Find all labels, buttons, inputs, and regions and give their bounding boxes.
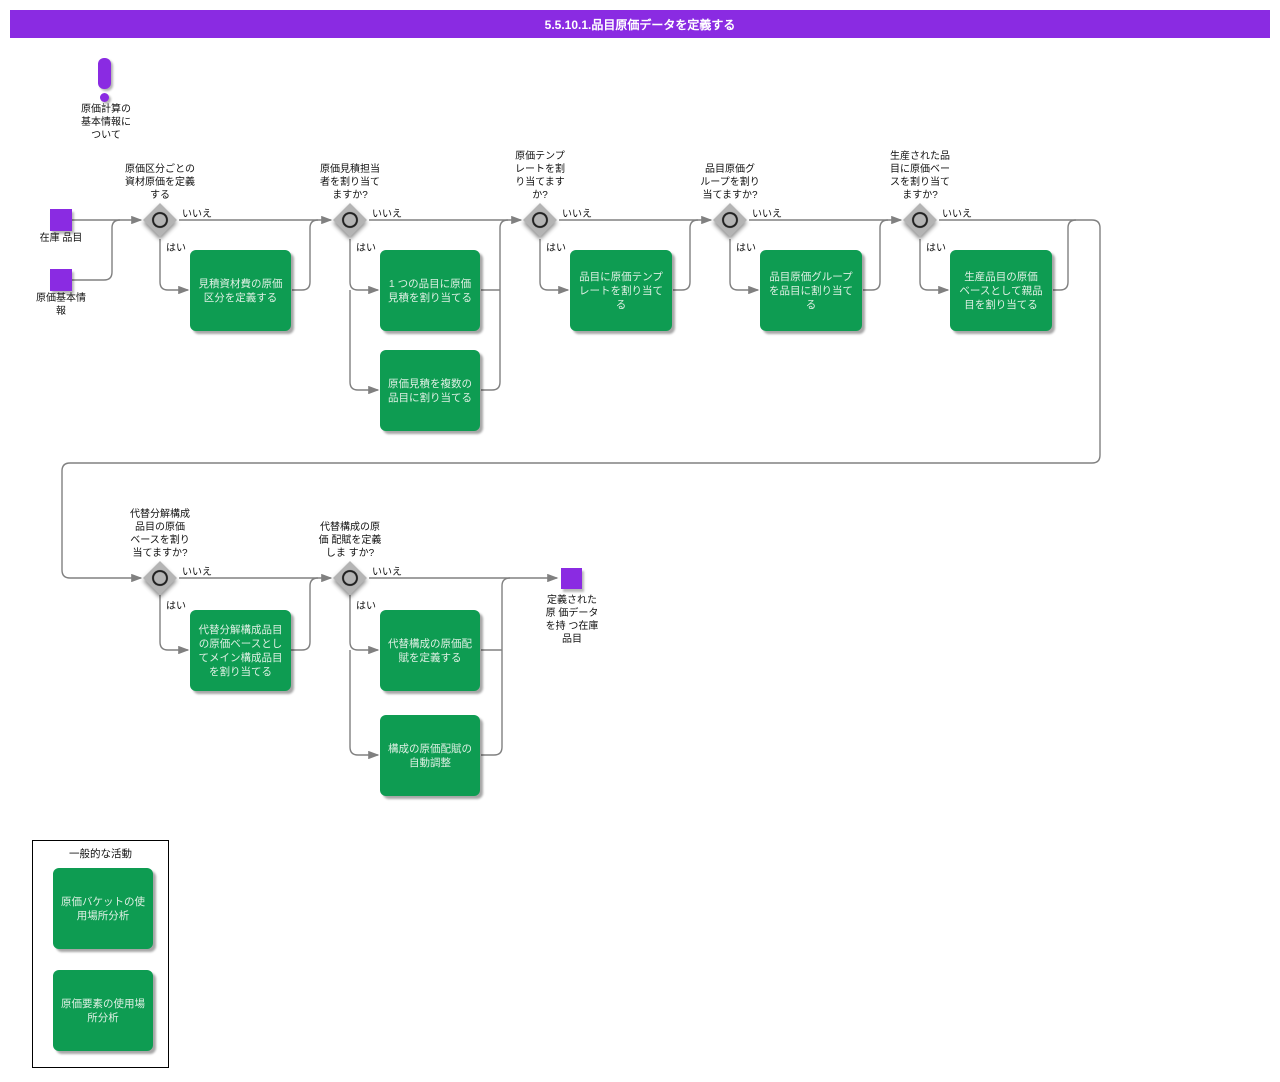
gateway-circle-icon <box>152 211 168 228</box>
edge-label-no: いいえ <box>562 209 592 220</box>
legend-box <box>32 840 169 1068</box>
gateway-circle-icon <box>722 211 738 228</box>
diagram-title-bar: 5.5.10.1.品目原価データを定義する <box>10 10 1270 38</box>
task-label: 代替分解構成品目 の原価ベースとし てメイン構成品目 を割り当てる <box>198 623 283 678</box>
edge-label-yes: はい <box>356 601 376 612</box>
data-object-cost-basic-info <box>50 269 72 291</box>
legend-item-label: 原価バケットの使 用場所分析 <box>61 895 145 922</box>
task-assign-main-component-cost-base[interactable]: 代替分解構成品目 の原価ベースとし てメイン構成品目 を割り当てる <box>190 610 291 691</box>
task-label: 1 つの品目に原価 見積を割り当てる <box>388 277 472 304</box>
edge-label-no: いいえ <box>942 209 972 220</box>
task-assign-item-cost-group[interactable]: 品目原価グループ を品目に割り当て る <box>760 250 862 331</box>
edge-label-yes: はい <box>356 243 376 254</box>
gateway-circle-icon <box>342 211 358 228</box>
gateway-icon <box>523 203 557 237</box>
note-label: 原価計算の 基本情報に ついて <box>81 104 131 141</box>
task-label: 原価見積を複数の 品目に割り当てる <box>388 377 472 404</box>
edge-label-no: いいえ <box>182 567 212 578</box>
task-auto-adjust-component-cost-allocation[interactable]: 構成の原価配賦の 自動調整 <box>380 715 480 796</box>
diagram-title: 5.5.10.1.品目原価データを定義する <box>544 17 736 32</box>
data-object-inventory-item <box>50 209 72 231</box>
task-define-material-cost-classification[interactable]: 見積資材費の原価 区分を定義する <box>190 250 291 331</box>
task-label: 代替構成の原価配 賦を定義する <box>388 637 472 664</box>
exclamation-icon-dot <box>100 93 109 102</box>
data-object-defined-cost-data <box>561 568 582 589</box>
task-assign-cost-template[interactable]: 品目に原価テンプ レートを割り当て る <box>570 250 672 331</box>
task-assign-cost-estimate-multiple-items[interactable]: 原価見積を複数の 品目に割り当てる <box>380 350 480 431</box>
edge-label-yes: はい <box>166 243 186 254</box>
task-label: 構成の原価配賦の 自動調整 <box>388 742 472 769</box>
edge-label-no: いいえ <box>372 209 402 220</box>
edge-label-yes: はい <box>166 601 186 612</box>
edge-label-no: いいえ <box>372 567 402 578</box>
legend-title: 一般的な活動 <box>69 848 132 860</box>
gateway-icon <box>333 561 367 595</box>
data-object-label: 定義された 原 価データ を持 つ在庫 品目 <box>545 595 599 645</box>
edge-label-yes: はい <box>546 243 566 254</box>
gateway-circle-icon <box>532 211 548 228</box>
task-assign-parent-item-cost-base[interactable]: 生産品目の原価 ベースとして親品 目を割り当てる <box>950 250 1052 331</box>
exclamation-icon[interactable] <box>98 58 111 89</box>
task-label: 生産品目の原価 ベースとして親品 目を割り当てる <box>959 270 1043 311</box>
edge-label-yes: はい <box>736 243 756 254</box>
edge-label-no: いいえ <box>752 209 782 220</box>
task-label: 品目原価グループ を品目に割り当て る <box>769 270 853 311</box>
gateway-icon <box>143 561 177 595</box>
decision-label: 原価見積担当 者を割り当て ますか? <box>320 164 380 201</box>
gateway-circle-icon <box>342 569 358 586</box>
decision-label: 生産された品 目に原価ベー スを割り当て ますか? <box>890 151 950 201</box>
legend-item-cost-bucket-where-used[interactable]: 原価バケットの使 用場所分析 <box>53 868 153 949</box>
gateway-circle-icon <box>912 211 928 228</box>
decision-label: 代替分解構成 品目の原価 ベースを割り 当てますか? <box>130 509 190 559</box>
decision-label: 代替構成の原 価 配賦を定義 しま すか? <box>318 522 382 559</box>
decision-label: 品目原価グ ループを割り 当てますか? <box>700 164 760 201</box>
gateway-icon <box>333 203 367 237</box>
decision-label: 原価テンプ レートを割 り当てます か? <box>515 151 565 201</box>
data-object-label: 原価基本情 報 <box>36 293 86 317</box>
legend-item-label: 原価要素の使用場 所分析 <box>61 997 145 1024</box>
data-object-label: 在庫 品目 <box>39 233 83 244</box>
task-label: 品目に原価テンプ レートを割り当て る <box>579 270 663 311</box>
gateway-icon <box>903 203 937 237</box>
task-assign-cost-estimate-single-item[interactable]: 1 つの品目に原価 見積を割り当てる <box>380 250 480 331</box>
decision-label: 原価区分ごとの 資材原価を定義 する <box>125 164 195 201</box>
edge-label-no: いいえ <box>182 209 212 220</box>
gateway-circle-icon <box>152 569 168 586</box>
gateway-icon <box>143 203 177 237</box>
task-define-alt-component-cost-allocation[interactable]: 代替構成の原価配 賦を定義する <box>380 610 480 691</box>
gateway-icon <box>713 203 747 237</box>
task-label: 見積資材費の原価 区分を定義する <box>198 277 283 304</box>
edge-label-yes: はい <box>926 243 946 254</box>
legend-item-cost-element-where-used[interactable]: 原価要素の使用場 所分析 <box>53 970 153 1051</box>
